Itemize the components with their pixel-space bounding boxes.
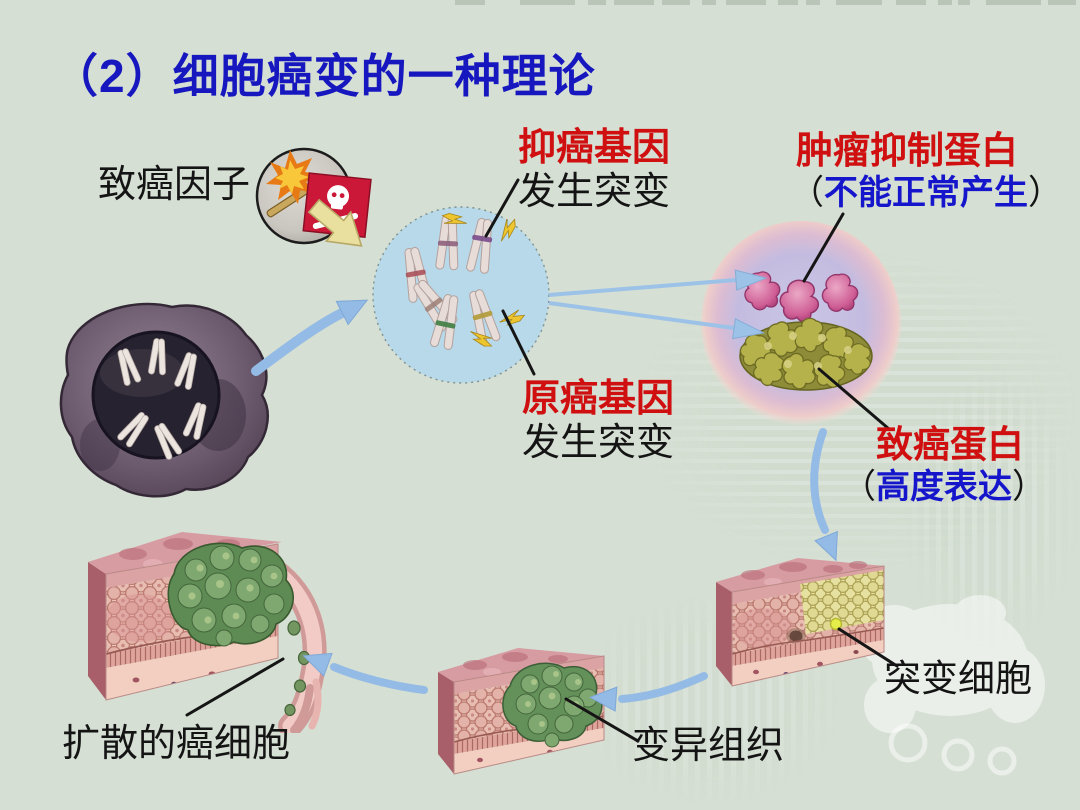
proto-oncogene-label: 原癌基因 发生突变 [522, 377, 674, 465]
proto-oncogene-event: 发生突变 [522, 422, 675, 465]
carcinogen-label: 致癌因子 [98, 163, 250, 207]
top-edge-artifact [455, 0, 1076, 5]
spreading-cancer-cells-label-text: 扩散的癌细胞 [62, 723, 291, 765]
suppressor-gene-label: 抑癌基因 发生突变 [518, 126, 670, 214]
tissue-block-mutant-cell [716, 558, 885, 687]
oncoprotein-state-text: 高度表达 [876, 468, 1012, 506]
tumor-growth-large [167, 542, 295, 647]
suppressor-protein-name: 肿瘤抑制蛋白 [796, 131, 1018, 172]
suppressor-protein-state-text: 不能正常产生 [824, 174, 1028, 212]
mutant-cell-label: 突变细胞 [884, 659, 1032, 702]
suppressor-gene-name: 抑癌基因 [518, 127, 671, 169]
suppressor-protein-label: 肿瘤抑制蛋白 （不能正常产生） [790, 131, 1062, 213]
variant-tissue-label: 变异组织 [632, 724, 784, 768]
mutant-patch [800, 570, 884, 634]
paren-open: （ [842, 468, 876, 506]
chromosome-cluster [399, 214, 502, 352]
tissue-block-spreading-cancer [88, 532, 327, 733]
paren-open: （ [790, 174, 824, 212]
explosion-icon [266, 150, 320, 204]
mutating-genes-circle [372, 206, 550, 384]
oncoprotein-label: 致癌蛋白 （高度表达） [842, 425, 1046, 507]
paren-close: ） [1012, 468, 1046, 506]
spreading-cancer-cells-label: 扩散的癌细胞 [62, 722, 290, 766]
normal-cell-illustration [59, 302, 269, 498]
variant-tissue-label-text: 变异组织 [632, 725, 785, 767]
proto-oncogene-name: 原癌基因 [522, 378, 675, 420]
oncoprotein-state: （高度表达） [842, 468, 1046, 507]
oncoprotein-name: 致癌蛋白 [876, 425, 1024, 466]
flow-arrow-cell-to-genes [251, 299, 369, 376]
suppressor-protein-state: （不能正常产生） [790, 174, 1062, 213]
page-title: （2）细胞癌变的一种理论 [52, 50, 596, 102]
suppressor-gene-event: 发生突变 [518, 171, 671, 214]
paren-close: ） [1028, 174, 1062, 212]
protein-vesicle [701, 221, 901, 425]
tissue-block-variant-tissue [438, 648, 605, 775]
mutant-cell-label-text: 突变细胞 [884, 659, 1032, 700]
skull-crossbones-icon [302, 172, 372, 239]
carcinogen-label-text: 致癌因子 [98, 164, 251, 206]
